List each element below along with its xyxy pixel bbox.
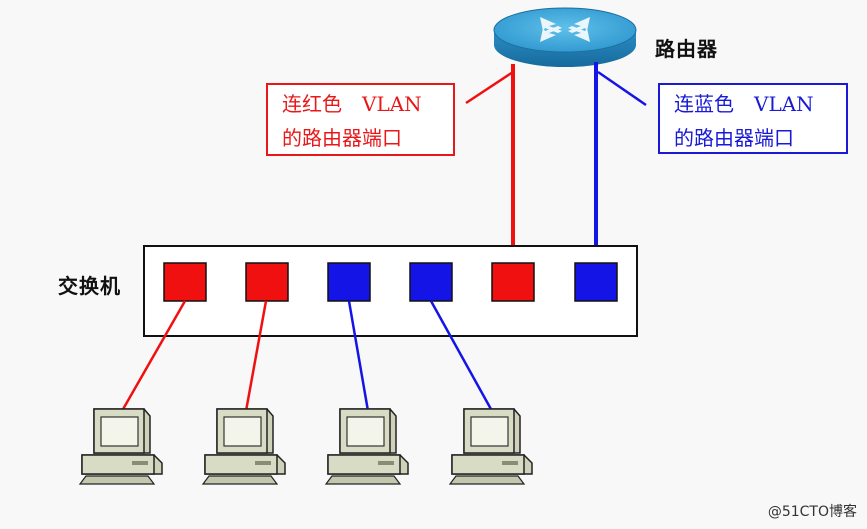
router-label: 路由器 (655, 37, 718, 61)
switch-port-6 (574, 262, 618, 302)
switch-port-5 (491, 262, 535, 302)
access-link-1 (120, 300, 187, 412)
switch-port-4 (409, 262, 453, 302)
switch-label: 交换机 (58, 274, 121, 298)
watermark: @51CTO博客 (767, 504, 857, 520)
blue-callout-connector (597, 70, 647, 107)
red-callout-connector (465, 70, 514, 105)
computer-icon (324, 408, 409, 485)
switch-port-1 (163, 262, 207, 302)
red-vlan-callout: 连红色 VLAN 的路由器端口 (266, 83, 455, 156)
computer-icon (201, 408, 286, 485)
computer-icon (78, 408, 163, 485)
router-icon (493, 7, 637, 67)
blue-callout-line-2: 的路由器端口 (674, 126, 794, 150)
switch-port-3 (327, 262, 371, 302)
computer-icon (448, 408, 533, 485)
red-callout-line-1: 连红色 VLAN (282, 92, 422, 116)
access-link-4 (429, 300, 494, 412)
blue-callout-line-1: 连蓝色 VLAN (674, 92, 814, 116)
access-link-3 (347, 300, 370, 412)
blue-vlan-callout: 连蓝色 VLAN 的路由器端口 (658, 83, 848, 154)
switch-port-2 (245, 262, 289, 302)
red-callout-line-2: 的路由器端口 (282, 126, 402, 150)
access-link-2 (244, 300, 268, 412)
switch-box (143, 245, 638, 337)
